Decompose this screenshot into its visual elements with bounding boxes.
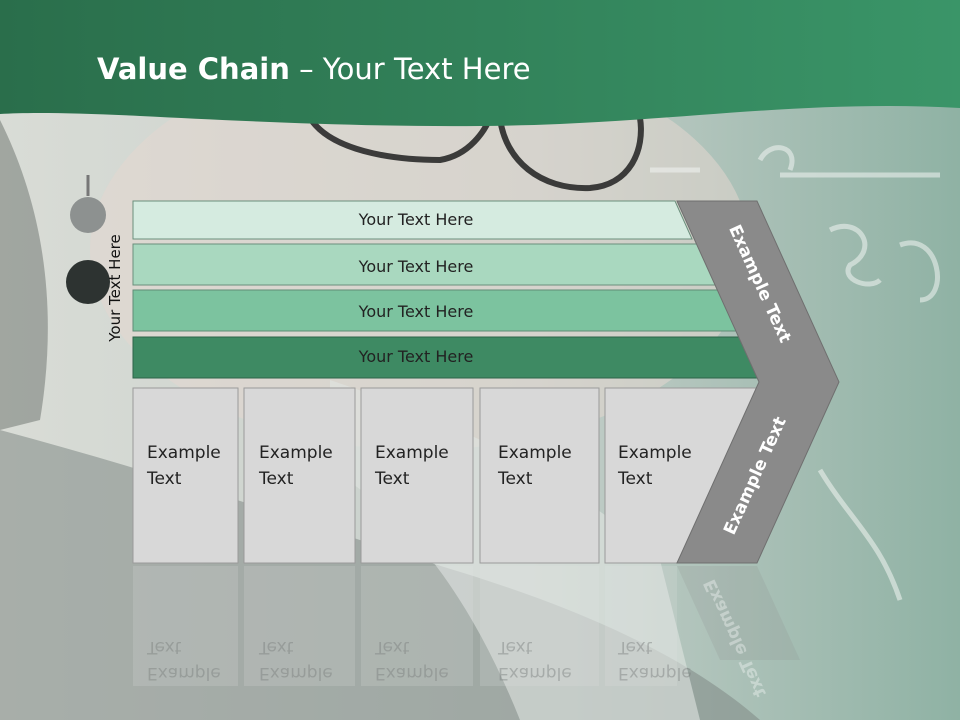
column-text-3: Example Text	[375, 440, 449, 492]
column-text-5-line1: Example	[618, 443, 692, 463]
column-reflection-5: Example Text	[618, 634, 692, 686]
chevron-arrow	[676, 200, 840, 564]
column-reflection-5-line2: Text	[618, 637, 653, 657]
column-text-2: Example Text	[259, 440, 333, 492]
slide-title: Value Chain – Your Text Here	[97, 52, 531, 86]
column-reflection-5-line1: Example	[618, 663, 692, 683]
column-text-1: Example Text	[147, 440, 221, 492]
column-box-3	[360, 387, 474, 564]
column-reflection-1-line1: Example	[147, 663, 221, 683]
title-rest: – Your Text Here	[289, 52, 531, 86]
band-label-1: Your Text Here	[358, 210, 474, 229]
title-bold: Value Chain	[97, 52, 290, 86]
column-text-4-line2: Text	[498, 469, 533, 489]
band-1	[132, 200, 693, 240]
band-label-4: Your Text Here	[358, 347, 474, 366]
column-reflection-2-line1: Example	[259, 663, 333, 683]
column-text-3-line2: Text	[375, 469, 410, 489]
column-reflection-3: Example Text	[375, 634, 449, 686]
column-box-4	[479, 387, 600, 564]
column-text-2-line1: Example	[259, 443, 333, 463]
column-reflection-1-line2: Text	[147, 637, 182, 657]
column-text-2-line2: Text	[259, 469, 294, 489]
column-reflection-2-line2: Text	[259, 637, 294, 657]
column-reflection-1: Example Text	[147, 634, 221, 686]
reflection	[133, 566, 800, 686]
column-text-4-line1: Example	[498, 443, 572, 463]
column-box-2	[243, 387, 356, 564]
column-text-5: Example Text	[618, 440, 692, 492]
band-label-2: Your Text Here	[358, 257, 474, 276]
band-label-3: Your Text Here	[358, 302, 474, 321]
column-text-4: Example Text	[498, 440, 572, 492]
column-reflection-3-line2: Text	[375, 637, 410, 657]
column-reflection-3-line1: Example	[375, 663, 449, 683]
column-text-1-line1: Example	[147, 443, 221, 463]
column-reflection-2: Example Text	[259, 634, 333, 686]
column-reflection-4-line2: Text	[498, 637, 533, 657]
column-reflection-4-line1: Example	[498, 663, 572, 683]
column-text-5-line2: Text	[618, 469, 653, 489]
column-box-1	[132, 387, 239, 564]
column-reflection-4: Example Text	[498, 634, 572, 686]
column-text-1-line2: Text	[147, 469, 182, 489]
column-text-3-line1: Example	[375, 443, 449, 463]
